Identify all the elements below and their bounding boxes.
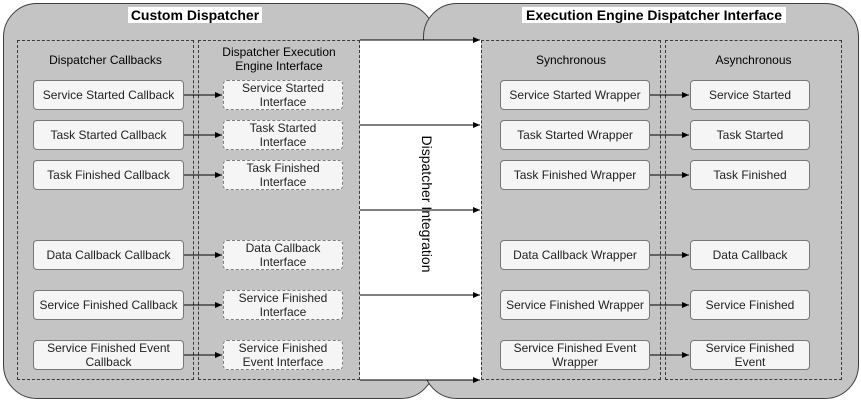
custom-dispatcher-title: Custom Dispatcher [128,7,262,23]
dispatcher-callbacks-panel [17,40,194,380]
service-started-callback-node: Service Started Callback [33,80,184,110]
service-finished-event-wrapper-node: Service Finished Event Wrapper [500,340,650,370]
task-started-node: Task Started [690,120,810,150]
asynchronous-panel [665,40,842,380]
task-started-wrapper-node: Task Started Wrapper [500,120,650,150]
data-callback-node: Data Callback [690,240,810,270]
dispatcher-callbacks-title: Dispatcher Callbacks [49,53,162,67]
synchronous-panel [481,40,661,380]
service-finished-event-node: Service Finished Event [690,340,810,370]
service-finished-interface-node: Service Finished Interface [223,290,343,320]
task-finished-interface-node: Task Finished Interface [223,160,343,190]
dispatcher-execution-engine-interface-panel [198,40,360,380]
service-started-wrapper-node: Service Started Wrapper [500,80,650,110]
service-finished-event-interface-node: Service Finished Event Interface [223,340,343,370]
task-started-interface-node: Task Started Interface [223,120,343,150]
asynchronous-title: Asynchronous [715,53,792,67]
service-finished-event-callback-node: Service Finished Event Callback [33,340,184,370]
data-callback-interface-node: Data Callback Interface [223,240,343,270]
service-started-interface-node: Service Started Interface [223,80,343,110]
service-finished-wrapper-node: Service Finished Wrapper [500,290,650,320]
data-callback-callback-node: Data Callback Callback [33,240,184,270]
data-callback-wrapper-node: Data Callback Wrapper [500,240,650,270]
service-finished-callback-node: Service Finished Callback [33,290,184,320]
task-finished-wrapper-node: Task Finished Wrapper [500,160,650,190]
service-started-node: Service Started [690,80,810,110]
task-finished-callback-node: Task Finished Callback [33,160,184,190]
synchronous-title: Synchronous [535,53,607,67]
dispatcher-execution-engine-interface-title: Dispatcher Execution Engine Interface [222,45,336,73]
task-started-callback-node: Task Started Callback [33,120,184,150]
service-finished-node: Service Finished [690,290,810,320]
engine-interface-container [423,3,859,399]
engine-interface-title: Execution Engine Dispatcher Interface [522,7,786,23]
task-finished-node: Task Finished [690,160,810,190]
